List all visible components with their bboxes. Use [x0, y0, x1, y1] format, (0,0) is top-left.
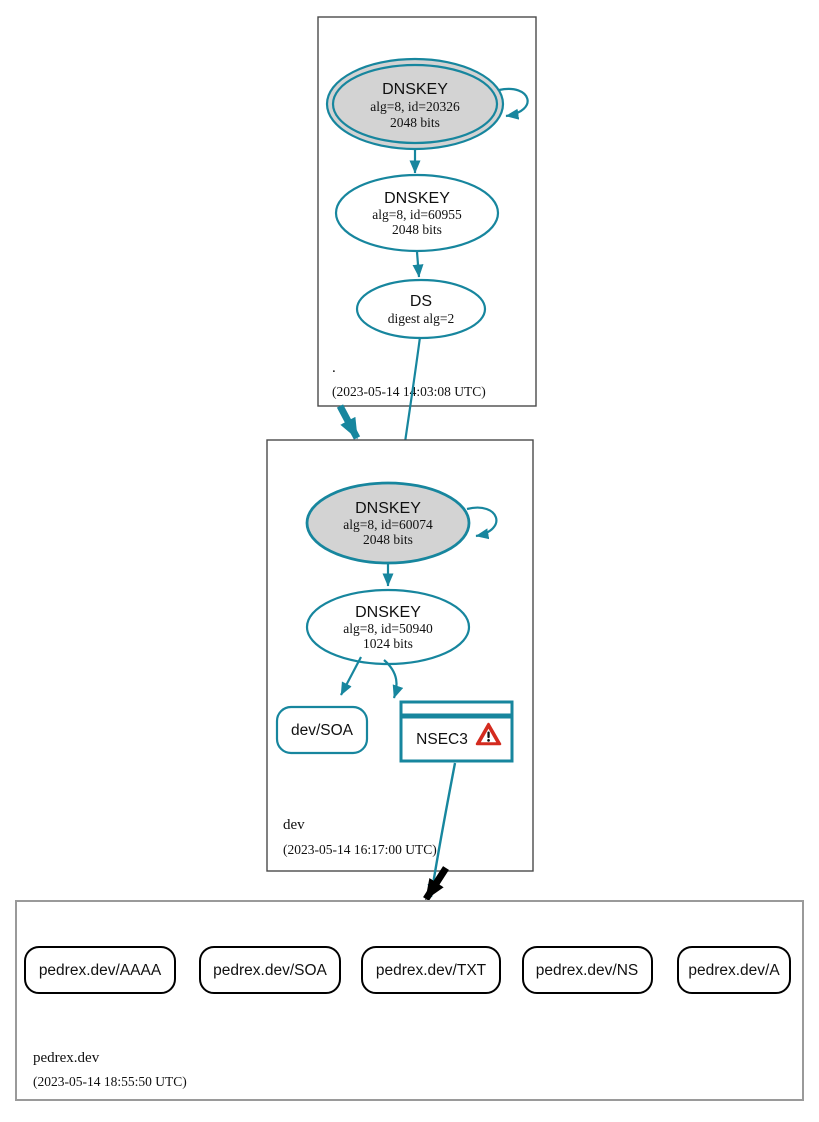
root-ksk-node[interactable]: DNSKEY alg=8, id=20326 2048 bits: [325, 57, 505, 151]
rrset-node-txt[interactable]: pedrex.dev/TXT: [361, 946, 501, 994]
edge-dev-to-pedrex-delegation: [423, 866, 449, 901]
rrset-ns-rect[interactable]: [522, 946, 653, 994]
root-ds-detail1: digest alg=2: [388, 311, 454, 326]
dev-ksk-title: DNSKEY: [355, 500, 421, 517]
rrset-a-label: pedrex.dev/A: [688, 962, 780, 979]
nsec3-tab-rect: [399, 700, 514, 717]
dev-zone-timestamp: (2023-05-14 16:17:00 UTC): [283, 842, 437, 857]
root-zone: DNSKEY alg=8, id=20326 2048 bits DNSKEY …: [317, 16, 537, 407]
nsec3-label: NSEC3: [416, 731, 468, 748]
pedrex-zone-label: pedrex.dev: [33, 1050, 100, 1066]
rrset-soa-rect[interactable]: [199, 946, 341, 994]
rrset-a-rect[interactable]: [677, 946, 791, 994]
dev-zone-label: dev: [283, 817, 305, 833]
root-zone-label: .: [332, 360, 336, 376]
root-zone-timestamp: (2023-05-14 14:03:08 UTC): [332, 384, 486, 399]
pedrex-zone: pedrex.dev/AAAA pedrex.dev/SOA pedrex.de…: [15, 900, 804, 1101]
dev-ksk-detail2: 2048 bits: [363, 532, 413, 547]
root-ksk-detail1: alg=8, id=20326: [370, 99, 460, 114]
dev-zone: DNSKEY alg=8, id=60074 2048 bits DNSKEY …: [266, 439, 534, 872]
rrset-node-a[interactable]: pedrex.dev/A: [677, 946, 791, 994]
edge-dev-zsk-to-nsec3: [383, 659, 404, 699]
edge-root-ksk-selfsign: [498, 87, 529, 120]
root-ksk-detail2: 2048 bits: [390, 115, 440, 130]
dev-soa-node[interactable]: dev/SOA: [275, 705, 369, 755]
rrset-aaaa-label: pedrex.dev/AAAA: [39, 962, 162, 979]
pedrex-zone-box: [15, 900, 804, 1101]
root-ds-ellipse[interactable]: [355, 278, 487, 340]
edge-dev-ksk-selfsign: [466, 506, 498, 540]
edge-dev-zsk-to-soa: [340, 656, 362, 696]
dev-ksk-ellipse[interactable]: [305, 481, 471, 565]
pedrex-zone-timestamp: (2023-05-14 18:55:50 UTC): [33, 1074, 187, 1089]
dev-zsk-title: DNSKEY: [355, 604, 421, 621]
dev-soa-label: dev/SOA: [291, 722, 354, 739]
root-ksk-title: DNSKEY: [382, 81, 448, 98]
rrset-ns-label: pedrex.dev/NS: [536, 962, 639, 979]
dev-zsk-detail2: 1024 bits: [363, 636, 413, 651]
root-zsk-ellipse[interactable]: [334, 173, 500, 253]
edge-root-to-dev-delegation: [336, 404, 361, 440]
rrset-node-aaaa[interactable]: pedrex.dev/AAAA: [24, 946, 176, 994]
root-ds-node[interactable]: DS digest alg=2: [355, 278, 487, 340]
rrset-soa-label: pedrex.dev/SOA: [213, 962, 327, 979]
rrset-aaaa-rect[interactable]: [24, 946, 176, 994]
rrset-node-ns[interactable]: pedrex.dev/NS: [522, 946, 653, 994]
dev-soa-rect[interactable]: [275, 705, 369, 755]
root-zsk-detail2: 2048 bits: [392, 222, 442, 237]
dev-nsec3-node[interactable]: NSEC3: [399, 700, 514, 763]
root-ksk-ellipse-inner: [331, 63, 499, 145]
dev-zsk-node[interactable]: DNSKEY alg=8, id=50940 1024 bits: [305, 588, 471, 666]
rrset-txt-label: pedrex.dev/TXT: [376, 962, 487, 979]
root-zsk-title: DNSKEY: [384, 190, 450, 207]
dev-zsk-detail1: alg=8, id=50940: [343, 621, 433, 636]
dev-ksk-detail1: alg=8, id=60074: [343, 517, 433, 532]
root-zsk-detail1: alg=8, id=60955: [372, 207, 462, 222]
root-zsk-node[interactable]: DNSKEY alg=8, id=60955 2048 bits: [334, 173, 500, 253]
dev-ksk-node[interactable]: DNSKEY alg=8, id=60074 2048 bits: [305, 481, 471, 565]
rrset-txt-rect[interactable]: [361, 946, 501, 994]
root-ds-title: DS: [410, 293, 432, 310]
edge-root-zsk-to-ds: [412, 251, 424, 278]
root-ksk-ellipse-outer[interactable]: [325, 57, 505, 151]
rrset-node-soa[interactable]: pedrex.dev/SOA: [199, 946, 341, 994]
warning-icon: [475, 722, 502, 746]
